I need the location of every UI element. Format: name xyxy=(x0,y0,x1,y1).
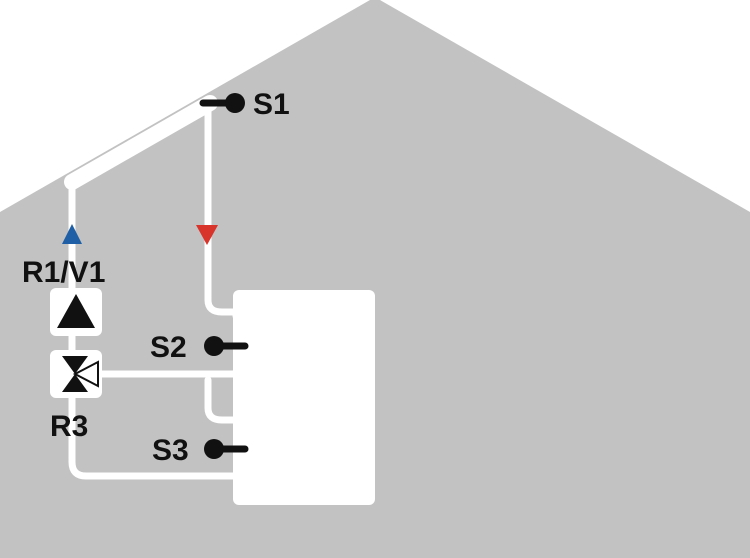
return-pipe xyxy=(68,178,244,480)
coil-connection-pipe xyxy=(204,376,244,424)
pump xyxy=(50,288,102,336)
pump-label: R1/V1 xyxy=(22,256,105,289)
sensor-probe-icon xyxy=(204,439,224,459)
sensor-s2-label: S2 xyxy=(150,331,187,364)
pump-triangle-icon xyxy=(57,294,95,328)
upper-coil xyxy=(232,312,342,376)
sensor-s1-label: S1 xyxy=(253,88,290,121)
flow-arrow-up-icon xyxy=(62,224,82,244)
sensor-probe-icon xyxy=(204,336,224,356)
sensor-s1: S1 xyxy=(199,88,290,121)
three-way-valve xyxy=(50,350,102,398)
supply-pipe xyxy=(204,100,244,316)
sensor-s2: S2 xyxy=(150,331,249,364)
sensor-s3-label: S3 xyxy=(152,434,189,467)
three-way-valve-icon xyxy=(62,356,99,392)
valve-label: R3 xyxy=(50,410,88,443)
lower-coil xyxy=(232,418,342,480)
solar-collector xyxy=(64,95,218,190)
sensor-s3: S3 xyxy=(152,434,249,467)
flow-arrow-down-icon xyxy=(196,225,218,245)
sensor-probe-icon xyxy=(225,93,245,113)
